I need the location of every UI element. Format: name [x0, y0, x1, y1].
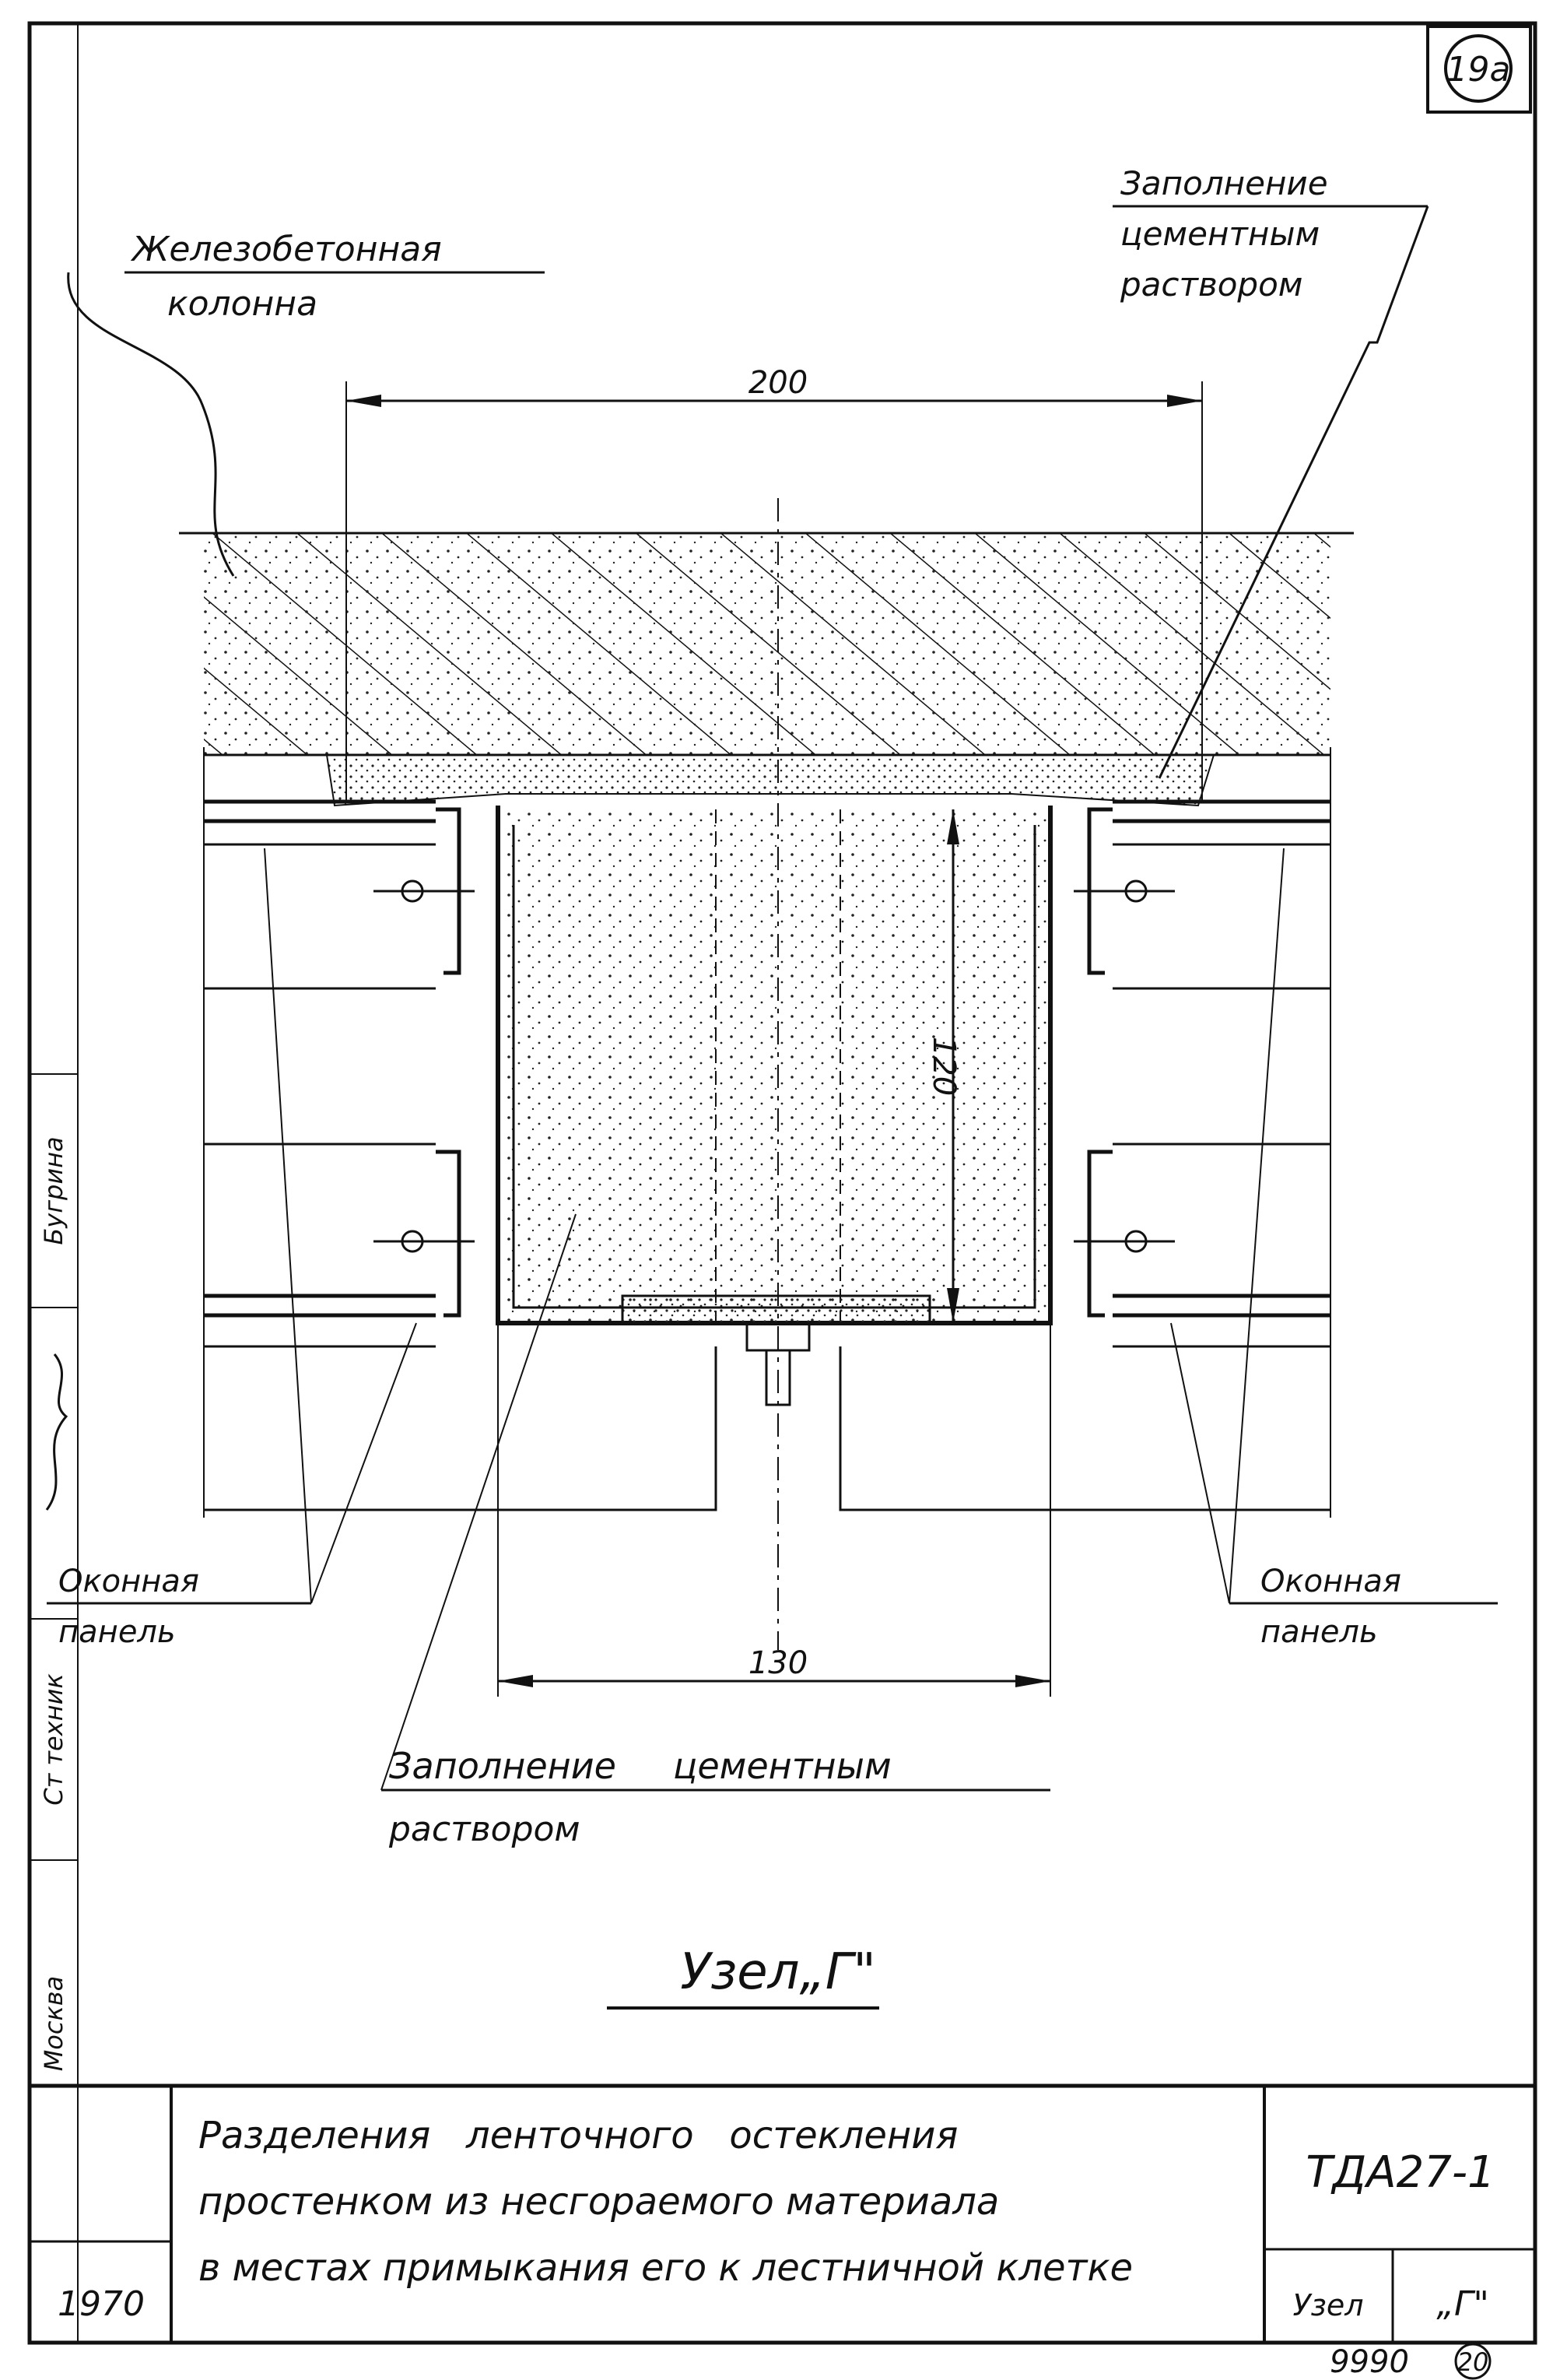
- title-year: 1970: [58, 2284, 145, 2324]
- title-line2: простенком из несгораемого материала: [198, 2180, 999, 2224]
- label-window-left-line2: панель: [58, 1614, 176, 1650]
- archive-footer: 9990 20: [1330, 2343, 1492, 2380]
- sheet-frame: [27, 21, 1537, 2345]
- stamp-city: Москва: [39, 1976, 68, 2072]
- title-code: ТДА27-1: [1306, 2147, 1495, 2198]
- label-fill-top-line1: Заполнение: [1120, 164, 1328, 202]
- dimension-200: 200: [345, 365, 1203, 802]
- label-window-left-line1: Оконная: [58, 1564, 199, 1599]
- leader-lines: [47, 205, 1498, 1792]
- sheet-number: 19а: [1446, 50, 1511, 90]
- title-block: Разделения ленточного остекления простен…: [30, 2083, 1535, 2343]
- label-fill-bottom-line1: Заполнение цементным: [389, 1745, 892, 1787]
- central-pier: [496, 806, 1053, 1325]
- right-glazing: [1074, 799, 1330, 1348]
- label-window-right-line2: панель: [1260, 1614, 1378, 1650]
- dimension-130: 130: [497, 1323, 1051, 1697]
- title-node-label: Узел: [1292, 2288, 1363, 2322]
- detail-title-group: Узел„Г": [607, 1943, 879, 2010]
- mortar-band: [325, 754, 1215, 807]
- sheet-number-badge: 19а: [1444, 34, 1513, 103]
- page-number: 20: [1457, 2347, 1489, 2377]
- label-column-line2: колонна: [167, 284, 317, 324]
- left-glazing: [204, 799, 475, 1348]
- label-column-line1: Железобетонная: [130, 230, 442, 269]
- dimension-200-label: 200: [748, 365, 808, 401]
- stamp-name: Бугрина: [39, 1136, 68, 1244]
- dimension-130-label: 130: [748, 1645, 808, 1681]
- label-fill-bottom-line2: раствором: [388, 1810, 580, 1849]
- title-node-value: „Г": [1436, 2284, 1489, 2324]
- dimension-120-label: 120: [926, 1037, 962, 1096]
- stamp-signature: [45, 1353, 68, 1511]
- dimension-120: 120: [926, 809, 962, 1323]
- archive-number: 9990: [1330, 2344, 1409, 2380]
- label-fill-top-line3: раствором: [1120, 265, 1302, 304]
- side-stamp: Москва Ст техник Бугрина: [30, 1073, 78, 2072]
- detail-title: Узел„Г": [680, 1943, 876, 2001]
- label-window-right-line1: Оконная: [1260, 1564, 1401, 1599]
- lower-partition: [203, 498, 1331, 1650]
- title-line1: Разделения ленточного остекления: [198, 2114, 958, 2157]
- concrete-column: [179, 532, 1354, 756]
- bottom-plate-bolt: [621, 1294, 931, 1406]
- label-fill-top-line2: цементным: [1120, 215, 1320, 253]
- title-line3: в местах примыкания его к лестничной кле…: [198, 2246, 1133, 2290]
- stamp-role: Ст техник: [39, 1673, 68, 1806]
